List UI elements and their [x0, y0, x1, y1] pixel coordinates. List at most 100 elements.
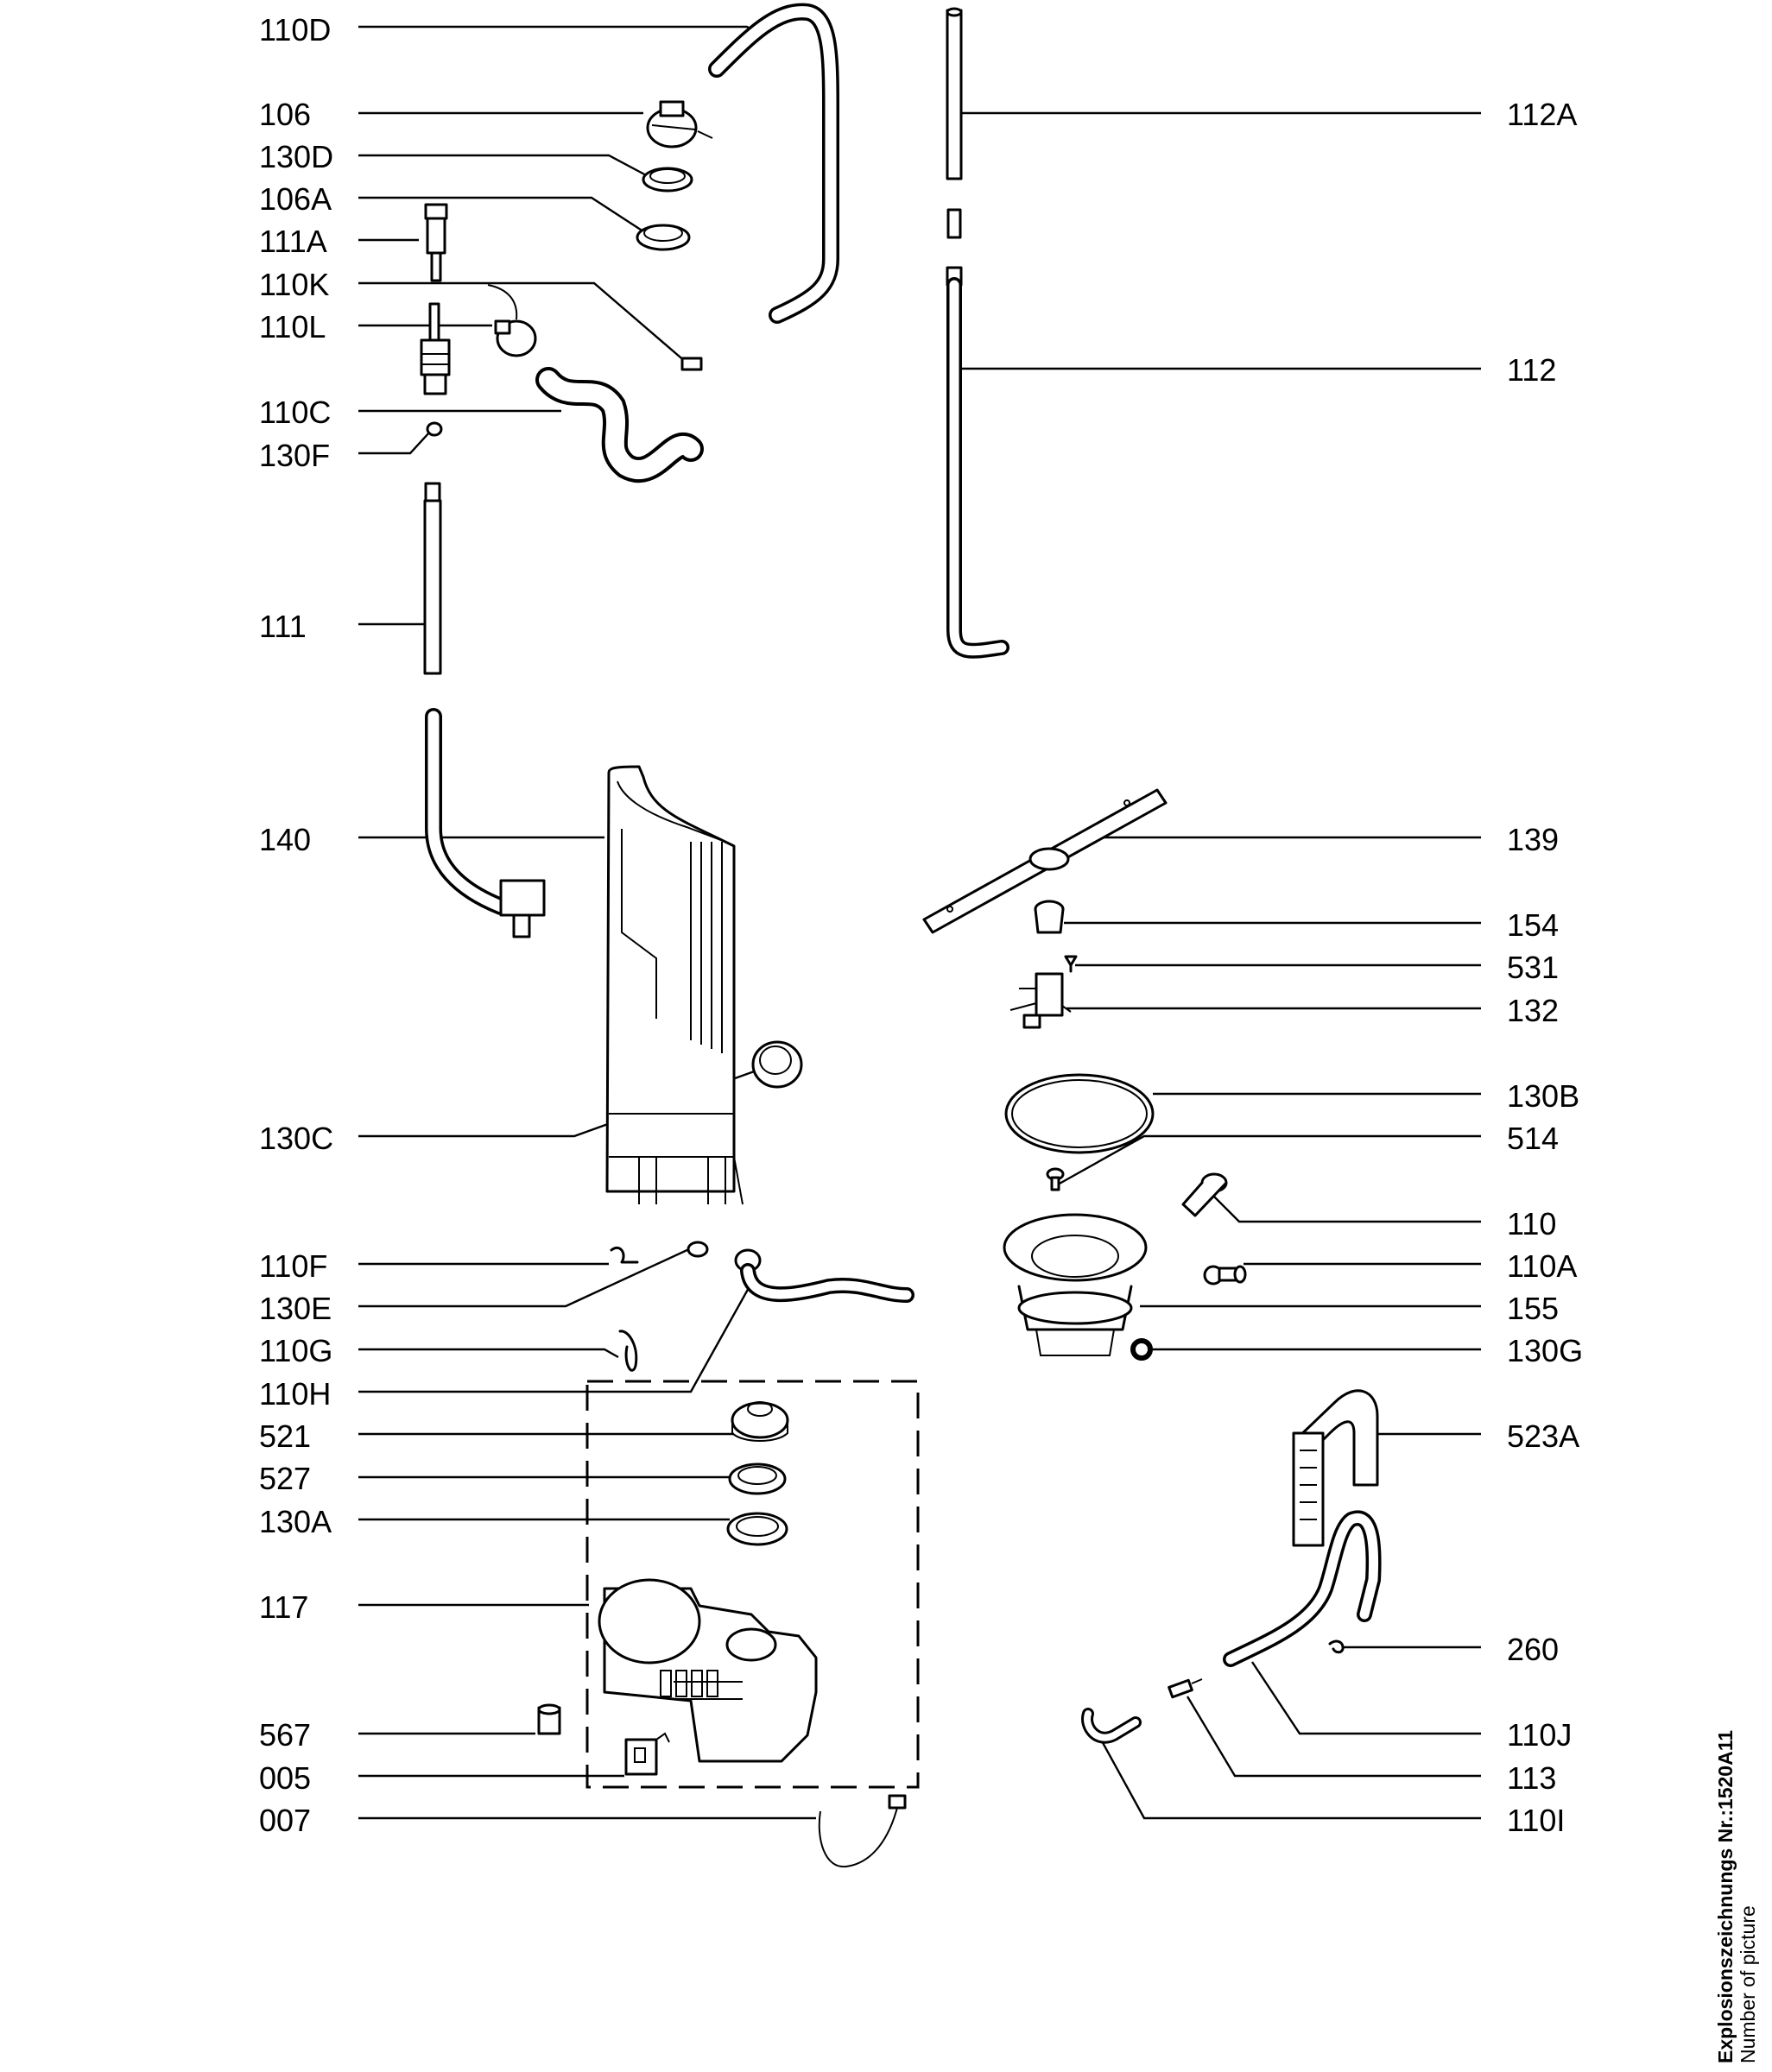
group-box-softener — [585, 1380, 920, 1789]
label-527: 527 — [259, 1461, 311, 1496]
part-111A-fitting — [424, 203, 448, 282]
label-111A: 111A — [259, 224, 327, 259]
part-110L-fitting — [420, 302, 451, 395]
label-007: 007 — [259, 1803, 311, 1838]
leader-514 — [1057, 1134, 1481, 1186]
label-110: 110 — [1507, 1206, 1556, 1241]
part-521-cap — [731, 1401, 789, 1442]
leader-110K — [358, 281, 687, 363]
part-140-pipe — [425, 708, 546, 938]
label-106A: 106A — [259, 181, 332, 217]
part-110F-clip — [610, 1246, 639, 1264]
label-139: 139 — [1507, 822, 1559, 857]
part-155-sump — [1003, 1213, 1148, 1356]
label-110D: 110D — [259, 12, 331, 47]
part-130A-ring — [726, 1512, 788, 1546]
label-514: 514 — [1507, 1121, 1559, 1156]
label-005: 005 — [259, 1760, 311, 1796]
leader-130F — [358, 431, 431, 455]
part-260-clip — [1328, 1639, 1345, 1654]
leader-110G — [358, 1348, 619, 1359]
part-140-panel — [605, 765, 744, 1205]
label-132: 132 — [1507, 993, 1559, 1028]
leader-106A — [358, 196, 647, 235]
label-110K: 110K — [259, 267, 329, 302]
label-260: 260 — [1507, 1632, 1559, 1667]
label-531: 531 — [1507, 950, 1559, 985]
label-130D: 130D — [259, 139, 333, 174]
part-130B-ring — [1004, 1073, 1155, 1154]
right-leader-lines — [959, 111, 1481, 1820]
part-523A-bracket — [1292, 1389, 1379, 1547]
part-130C-grommet — [751, 1040, 803, 1089]
leader-110H — [358, 1286, 751, 1393]
label-567: 567 — [259, 1717, 311, 1753]
label-110I: 110I — [1507, 1803, 1565, 1838]
label-523A: 523A — [1507, 1418, 1579, 1454]
drawing-number: Explosionszeichnungs Nr.:1520A11 — [1714, 1729, 1737, 2063]
part-110J-hose — [1223, 1510, 1382, 1667]
part-110-connector — [1181, 1172, 1228, 1217]
part-130D-ring — [642, 167, 693, 193]
part-106A-clip — [636, 224, 691, 251]
leader-110D — [358, 25, 761, 36]
part-139-spray-arm — [922, 788, 1168, 934]
label-130C: 130C — [259, 1121, 333, 1156]
part-567-cylinder — [537, 1703, 561, 1735]
part-112A-pipe — [946, 7, 963, 180]
label-110F: 110F — [259, 1248, 327, 1284]
part-106-valve — [646, 100, 713, 148]
part-110D-tube — [708, 3, 839, 324]
leader-130E — [358, 1247, 692, 1308]
part-154-nozzle — [1034, 900, 1065, 934]
label-140: 140 — [259, 822, 311, 857]
label-110L: 110L — [259, 309, 326, 344]
label-117: 117 — [259, 1589, 308, 1625]
label-110J: 110J — [1507, 1717, 1572, 1753]
label-130A: 130A — [259, 1504, 332, 1539]
label-521: 521 — [259, 1418, 311, 1454]
leader-130D — [358, 154, 650, 179]
part-132-valve — [1009, 972, 1072, 1029]
leader-110J — [1250, 1661, 1481, 1735]
part-110G-clip — [618, 1330, 638, 1372]
label-155: 155 — [1507, 1291, 1559, 1326]
part-113-nozzle — [1168, 1678, 1203, 1699]
part-110A-fitting — [1203, 1265, 1247, 1286]
label-154: 154 — [1507, 907, 1559, 943]
part-117-softener — [598, 1578, 818, 1763]
label-110G: 110G — [259, 1333, 332, 1368]
part-130E-ring — [687, 1241, 709, 1258]
left-labels: 110D 106 130D 106A 111A 110K 110L 110C 1… — [259, 12, 333, 1838]
part-007-cable — [818, 1794, 907, 1868]
label-130F: 130F — [259, 438, 330, 473]
right-labels: 112A 112 139 154 531 132 130B 514 110 11… — [1507, 97, 1583, 1838]
leader-110 — [1212, 1195, 1481, 1223]
leader-113 — [1186, 1696, 1481, 1778]
left-leader-lines — [358, 25, 816, 1820]
label-113: 113 — [1507, 1760, 1556, 1796]
part-130F-nut — [426, 421, 443, 437]
part-514-screw — [1046, 1167, 1065, 1191]
drawing-number-caption: Number of picture — [1737, 1905, 1760, 2063]
part-110H-hose — [734, 1248, 914, 1303]
part-110K-clip — [680, 357, 703, 371]
label-111: 111 — [259, 609, 307, 644]
leader-110I — [1099, 1739, 1481, 1820]
part-112-connector — [946, 208, 962, 239]
part-111-pipe — [423, 482, 442, 675]
label-112: 112 — [1507, 352, 1556, 388]
part-110C-hose — [535, 367, 704, 483]
part-531-screw — [1064, 955, 1078, 973]
label-130E: 130E — [259, 1291, 332, 1326]
label-130B: 130B — [1507, 1078, 1579, 1114]
label-110C: 110C — [259, 395, 331, 430]
label-106: 106 — [259, 97, 311, 132]
label-130G: 130G — [1507, 1333, 1583, 1368]
part-110K-sensor — [487, 284, 537, 357]
label-110A: 110A — [1507, 1248, 1577, 1284]
part-112-pipe — [946, 266, 1009, 659]
label-112A: 112A — [1507, 97, 1577, 132]
parts — [420, 3, 1382, 1868]
